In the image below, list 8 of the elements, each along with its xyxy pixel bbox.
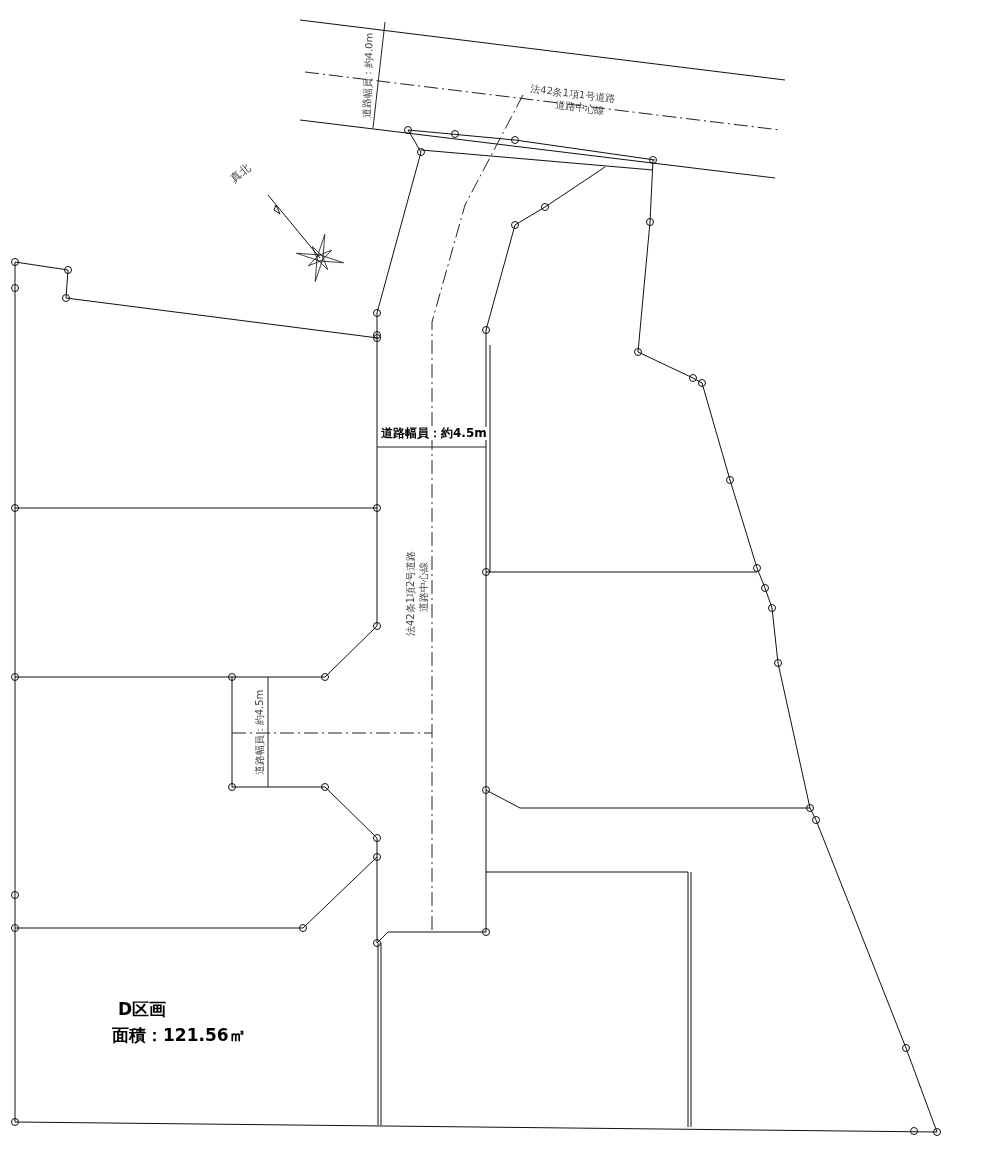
road-width-label: 道路幅員：約4.0m <box>360 32 375 119</box>
north-label: 真北 <box>228 162 254 186</box>
lot-label: D区画 <box>118 1000 167 1019</box>
road-type-label: 法42条1項2号道路 <box>405 550 416 636</box>
lot-label: 面積：121.56㎡ <box>112 1026 246 1045</box>
road-width-label: 道路幅員：約4.5m <box>381 427 487 441</box>
road-width-label: 道路幅員：約4.5m <box>254 689 266 776</box>
road-type-label: 道路中心線 <box>418 562 429 612</box>
